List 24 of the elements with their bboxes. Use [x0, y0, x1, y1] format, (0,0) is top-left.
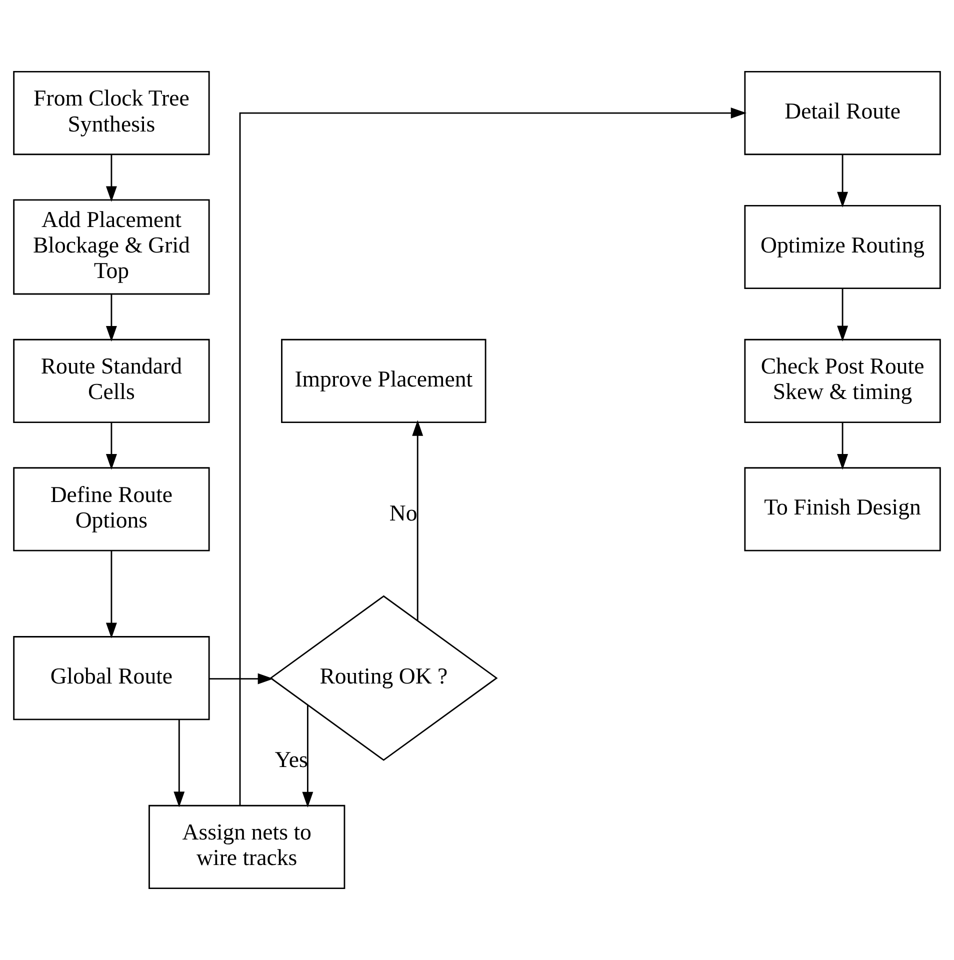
node-box: Detail Route	[744, 70, 941, 156]
arrow	[106, 422, 117, 470]
node-box: Route Standard Cells	[13, 338, 210, 423]
arrow	[209, 673, 274, 684]
arrow	[106, 294, 117, 342]
edge-label: No	[389, 500, 418, 526]
arrow	[412, 420, 424, 621]
arrow	[174, 720, 185, 808]
node-box: From Clock Tree Synthesis	[13, 70, 210, 156]
arrow	[302, 705, 314, 808]
node-box: Improve Placement	[281, 338, 486, 423]
node-box: Optimize Routing	[744, 204, 941, 290]
arrow	[837, 154, 848, 208]
arrow	[837, 288, 848, 342]
node-box: Define Route Options	[13, 467, 210, 552]
node-box: Global Route	[13, 636, 210, 720]
node-box: Assign nets to wire tracks	[148, 804, 346, 890]
arrow	[239, 108, 747, 806]
node-box: Check Post Route Skew & timing	[744, 338, 941, 423]
arrow	[837, 422, 848, 470]
node-box: To Finish Design	[744, 467, 941, 552]
arrow	[106, 154, 117, 202]
arrow	[106, 550, 117, 638]
node-box: Add Placement Blockage & Grid Top	[13, 199, 210, 295]
